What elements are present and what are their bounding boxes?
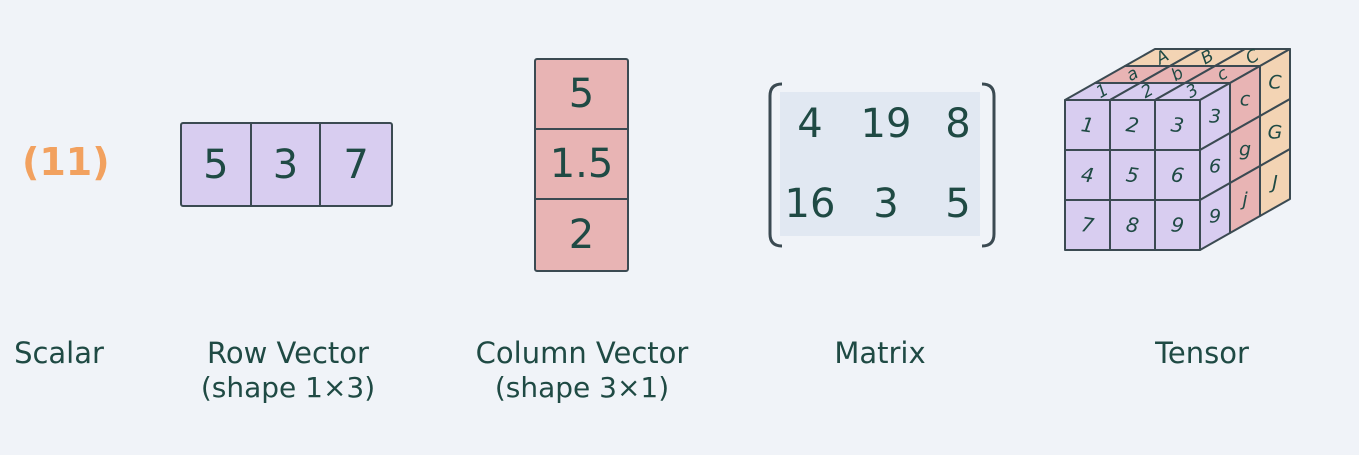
matrix-cell: 4: [797, 101, 823, 147]
column-vector: 5 1.5 2: [534, 58, 629, 272]
column-vector-cell: 1.5: [536, 130, 627, 200]
tensor-front-label: 3: [1170, 112, 1186, 138]
tensor-front-cell: [1154, 199, 1201, 251]
tensor-side-label: 9: [1209, 206, 1221, 228]
row-vector-shape: (shape 1×3): [200, 370, 376, 404]
left-bracket: [768, 82, 783, 248]
tensor-front-label: 8: [1125, 212, 1141, 238]
matrix-label: Matrix: [834, 336, 926, 370]
matrix-cell: 8: [945, 101, 971, 147]
column-vector-label: Column Vector (shape 3×1): [452, 336, 712, 404]
tensor-front-label: 2: [1125, 112, 1141, 138]
right-bracket: [981, 82, 996, 248]
tensor-side-label: C: [1268, 72, 1282, 94]
column-vector-title: Column Vector: [475, 336, 689, 370]
tensor-front-label: 4: [1080, 162, 1096, 188]
matrix-grid: 4 19 8 16 3 5: [772, 84, 992, 244]
column-vector-cell: 5: [536, 60, 627, 130]
column-vector-cell: 2: [568, 211, 595, 258]
tensor-side-label: 3: [1209, 106, 1221, 128]
tensor-side-label: c: [1240, 89, 1251, 111]
matrix-brackets: [768, 82, 996, 248]
matrix-cell: 16: [784, 181, 836, 227]
row-vector-cell: 3: [252, 124, 322, 205]
tensor-front-label: 9: [1170, 212, 1186, 238]
scalar-label: Scalar: [14, 336, 104, 370]
tensor-side-label: g: [1239, 139, 1251, 161]
tensor-front-label: 6: [1170, 162, 1186, 188]
tensor-front-label: 1: [1080, 112, 1096, 138]
matrix-cell: 3: [873, 181, 899, 227]
matrix-cell: 19: [860, 101, 912, 147]
tensor-front-label: 5: [1125, 162, 1141, 188]
row-vector-cell: 5: [182, 124, 252, 205]
tensor-side-label: j: [1239, 189, 1248, 211]
tensor-side-label: G: [1268, 122, 1283, 144]
row-vector: 5 3 7: [180, 122, 393, 207]
row-vector-title: Row Vector: [207, 336, 369, 370]
tensor-front-label: 7: [1080, 212, 1096, 238]
tensor-side-label: 6: [1209, 156, 1221, 178]
matrix-background: [780, 92, 980, 236]
tensor-label: Tensor: [1155, 336, 1249, 370]
scalar-value: (11): [22, 140, 110, 184]
matrix-cell: 5: [945, 181, 971, 227]
column-vector-shape: (shape 3×1): [494, 370, 670, 404]
row-vector-label: Row Vector (shape 1×3): [160, 336, 416, 404]
tensor-faces: [1064, 48, 1291, 251]
tensor-side-label: J: [1268, 172, 1278, 194]
row-vector-cell: 7: [343, 141, 369, 188]
